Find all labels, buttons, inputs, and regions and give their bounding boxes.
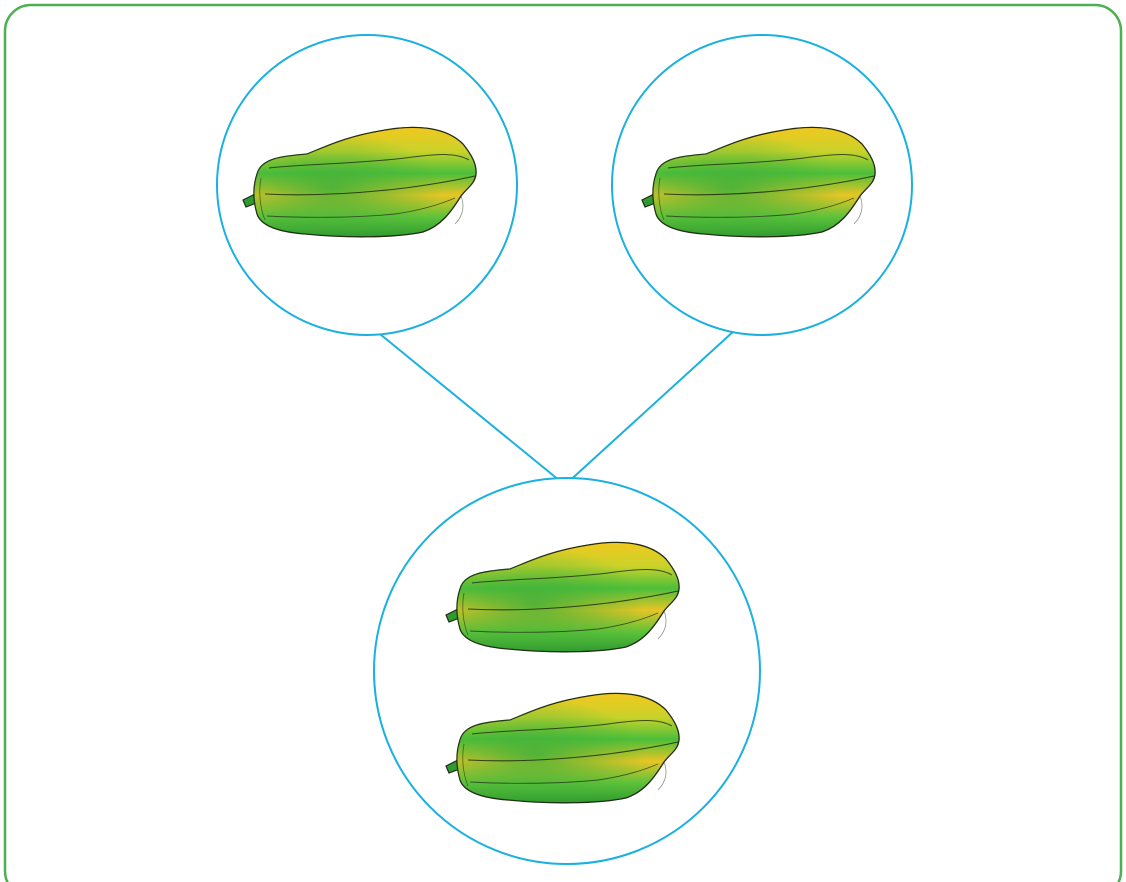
part-circle-right [612,35,912,335]
whole-circle [374,478,760,864]
part-circle-left [217,35,517,335]
connector-line-left [375,330,565,485]
connector-line-right [565,330,735,485]
circle-outline [374,478,760,864]
